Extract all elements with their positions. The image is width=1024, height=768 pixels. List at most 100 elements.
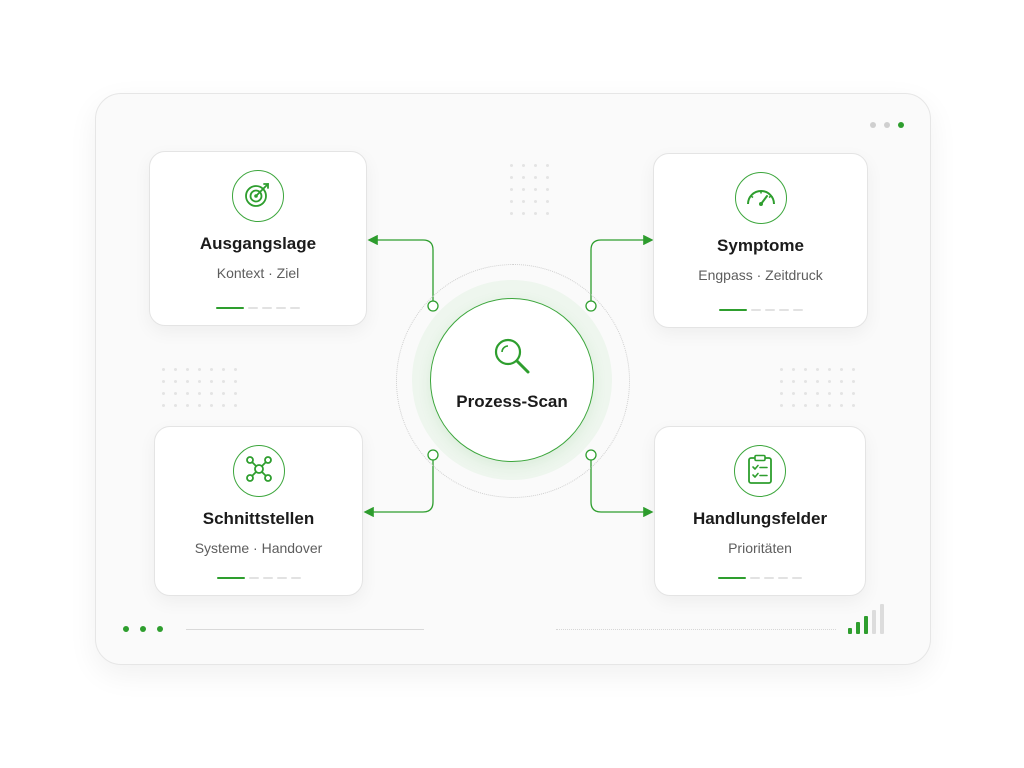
decor-dot bbox=[186, 380, 189, 383]
decor-dot bbox=[816, 392, 819, 395]
gauge-icon bbox=[745, 183, 777, 214]
decor-dot bbox=[534, 212, 537, 215]
decor-dot bbox=[174, 404, 177, 407]
decor-dot bbox=[162, 380, 165, 383]
decor-dot bbox=[162, 392, 165, 395]
center-node: Prozess-Scan bbox=[430, 298, 594, 462]
card-subtitle: Kontext · Ziel bbox=[216, 265, 300, 281]
decor-dot bbox=[804, 380, 807, 383]
decor-dot bbox=[174, 368, 177, 371]
decor-dot bbox=[828, 380, 831, 383]
decor-dot bbox=[792, 368, 795, 371]
card-handlungsfelder[interactable]: Handlungsfelder Prioritäten bbox=[654, 426, 866, 596]
footer-dot bbox=[123, 626, 129, 632]
decor-dot bbox=[222, 380, 225, 383]
target-icon bbox=[243, 179, 273, 214]
card-subtitle: Systeme · Handover bbox=[194, 540, 323, 556]
card-progress bbox=[216, 307, 300, 309]
signal-bar bbox=[880, 604, 884, 634]
card-icon-wrap bbox=[232, 445, 285, 497]
signal-bar bbox=[848, 628, 852, 634]
decor-dot bbox=[852, 404, 855, 407]
decor-dot bbox=[198, 404, 201, 407]
card-ausgangslage[interactable]: Ausgangslage Kontext · Ziel bbox=[149, 151, 367, 326]
decor-dot bbox=[534, 164, 537, 167]
decor-dot bbox=[828, 392, 831, 395]
signal-bar bbox=[856, 622, 860, 634]
decor-dot bbox=[222, 392, 225, 395]
decor-dot bbox=[804, 368, 807, 371]
decor-dot bbox=[510, 164, 513, 167]
signal-bar bbox=[872, 610, 876, 634]
decor-dot bbox=[546, 176, 549, 179]
decor-dot bbox=[546, 164, 549, 167]
decor-dot bbox=[534, 176, 537, 179]
decor-dot bbox=[840, 368, 843, 371]
decor-dot bbox=[780, 404, 783, 407]
decor-dot bbox=[546, 212, 549, 215]
decor-dot bbox=[174, 380, 177, 383]
decor-dot bbox=[804, 404, 807, 407]
card-icon-wrap bbox=[232, 170, 284, 222]
footer-dots bbox=[123, 626, 163, 632]
decor-dot bbox=[828, 404, 831, 407]
card-title: Schnittstellen bbox=[202, 509, 315, 528]
decor-dot bbox=[522, 200, 525, 203]
decorative-dot-grid bbox=[510, 164, 549, 215]
decorative-dot-grid bbox=[780, 368, 855, 407]
decor-dot bbox=[816, 368, 819, 371]
decor-dot bbox=[186, 368, 189, 371]
decor-dot bbox=[828, 368, 831, 371]
decor-dot bbox=[792, 404, 795, 407]
decor-dot bbox=[804, 392, 807, 395]
center-title: Prozess-Scan bbox=[456, 392, 568, 411]
decor-dot bbox=[840, 404, 843, 407]
decorative-dot-grid bbox=[162, 368, 237, 407]
decor-dot bbox=[522, 188, 525, 191]
decor-dot bbox=[210, 380, 213, 383]
window-dot bbox=[870, 122, 876, 128]
card-progress bbox=[216, 577, 301, 579]
decor-dot bbox=[198, 392, 201, 395]
signal-bars-icon bbox=[848, 604, 884, 634]
decor-dot bbox=[162, 368, 165, 371]
decor-dot bbox=[186, 404, 189, 407]
card-subtitle: Engpass · Zeitdruck bbox=[698, 267, 823, 283]
footer-dot bbox=[140, 626, 146, 632]
card-progress bbox=[718, 577, 802, 579]
center-dotted-ring bbox=[396, 264, 630, 498]
signal-bar bbox=[864, 616, 868, 634]
decor-dot bbox=[840, 392, 843, 395]
decor-dot bbox=[222, 368, 225, 371]
card-symptome[interactable]: Symptome Engpass · Zeitdruck bbox=[653, 153, 868, 328]
decor-dot bbox=[210, 404, 213, 407]
decor-dot bbox=[546, 200, 549, 203]
checklist-icon bbox=[746, 453, 774, 490]
footer-divider bbox=[186, 629, 424, 630]
card-title: Handlungsfelder bbox=[692, 509, 828, 528]
decor-dot bbox=[840, 380, 843, 383]
card-icon-wrap bbox=[734, 172, 787, 224]
decor-dot bbox=[780, 392, 783, 395]
decor-dot bbox=[234, 380, 237, 383]
decor-dot bbox=[852, 368, 855, 371]
card-schnittstellen[interactable]: Schnittstellen Systeme · Handover bbox=[154, 426, 363, 596]
decor-dot bbox=[510, 176, 513, 179]
decor-dot bbox=[780, 368, 783, 371]
network-icon bbox=[243, 453, 275, 490]
magnifier-icon bbox=[491, 335, 533, 382]
decor-dot bbox=[780, 380, 783, 383]
decor-dot bbox=[162, 404, 165, 407]
card-progress bbox=[718, 309, 803, 311]
decor-dot bbox=[792, 392, 795, 395]
window-dot bbox=[884, 122, 890, 128]
decor-dot bbox=[522, 164, 525, 167]
footer-dot bbox=[157, 626, 163, 632]
decor-dot bbox=[234, 404, 237, 407]
decor-dot bbox=[222, 404, 225, 407]
footer-dotted-divider bbox=[556, 629, 836, 630]
decor-dot bbox=[534, 200, 537, 203]
window-dots bbox=[870, 122, 904, 128]
decor-dot bbox=[510, 212, 513, 215]
decor-dot bbox=[816, 404, 819, 407]
